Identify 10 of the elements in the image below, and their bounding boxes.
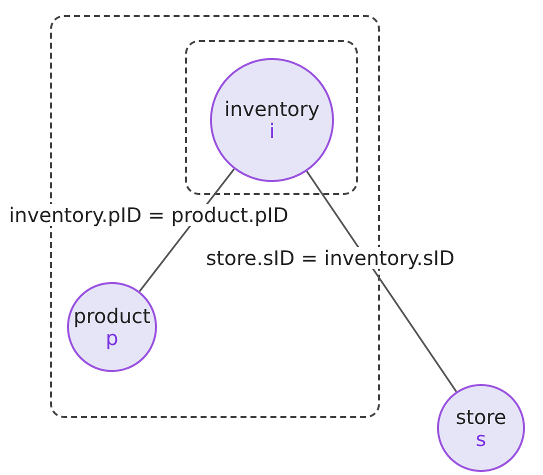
entity-alias: i [269, 120, 275, 142]
entity-name: store [456, 406, 506, 428]
edge-label: store.sID = inventory.sID [205, 247, 456, 269]
entity-alias: p [106, 327, 118, 349]
entity-name: inventory [224, 98, 320, 120]
entity-name: product [74, 305, 150, 327]
connector-line [306, 170, 458, 392]
edge-label: inventory.pID = product.pID [8, 204, 290, 226]
group-box [185, 40, 358, 195]
entity-alias: s [476, 428, 486, 450]
